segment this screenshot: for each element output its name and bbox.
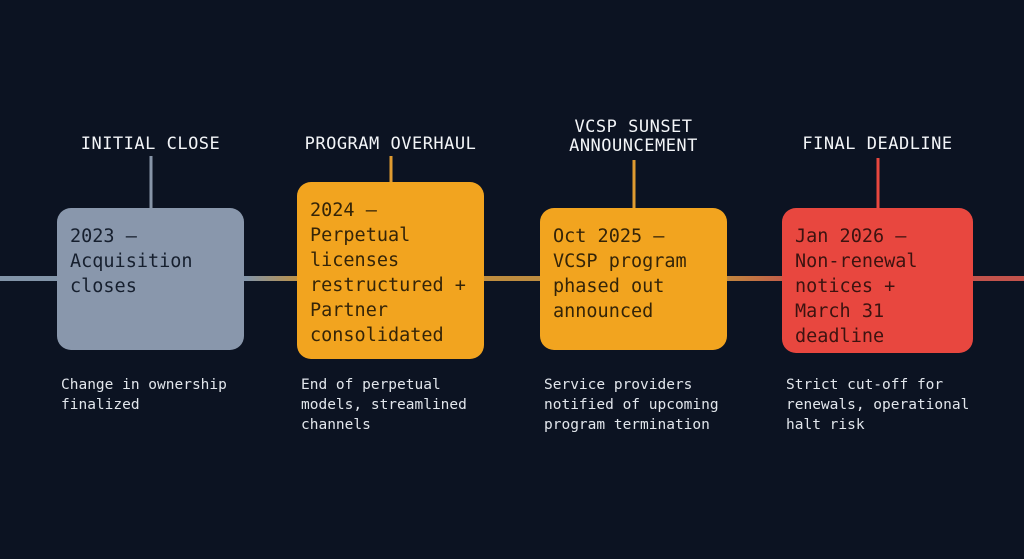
milestone-description: Service providers notified of upcoming p… [544, 377, 719, 433]
timeline-axis [0, 276, 1024, 281]
milestone-column-program-overhaul: PROGRAM OVERHAUL 2024 – Perpetual licens… [297, 0, 484, 559]
milestone-card: 2024 – Perpetual licenses restructured +… [297, 182, 484, 359]
milestone-label: INITIAL CLOSE [80, 134, 221, 154]
milestone-card: Oct 2025 – VCSP program phased out annou… [540, 208, 727, 350]
milestone-card: 2023 – Acquisition closes [57, 208, 244, 350]
milestone-label: PROGRAM OVERHAUL [304, 134, 477, 154]
milestone-column-vcsp-sunset: VCSP SUNSET ANNOUNCEMENT Oct 2025 – VCSP… [540, 0, 727, 559]
connector-line [876, 158, 879, 210]
connector-line [149, 156, 152, 210]
milestone-column-initial-close: INITIAL CLOSE 2023 – Acquisition closes … [57, 0, 244, 559]
milestone-label: FINAL DEADLINE [802, 134, 953, 154]
connector-line [632, 160, 635, 210]
milestone-description: Strict cut-off for renewals, operational… [786, 377, 970, 433]
milestone-card: Jan 2026 – Non-renewal notices + March 3… [782, 208, 973, 353]
milestone-label: VCSP SUNSET ANNOUNCEMENT [569, 117, 698, 156]
connector-line [389, 156, 392, 184]
milestone-description: End of perpetual models, streamlined cha… [301, 377, 467, 433]
milestone-description: Change in ownership finalized [61, 377, 227, 413]
milestone-column-final-deadline: FINAL DEADLINE Jan 2026 – Non-renewal no… [782, 0, 973, 559]
